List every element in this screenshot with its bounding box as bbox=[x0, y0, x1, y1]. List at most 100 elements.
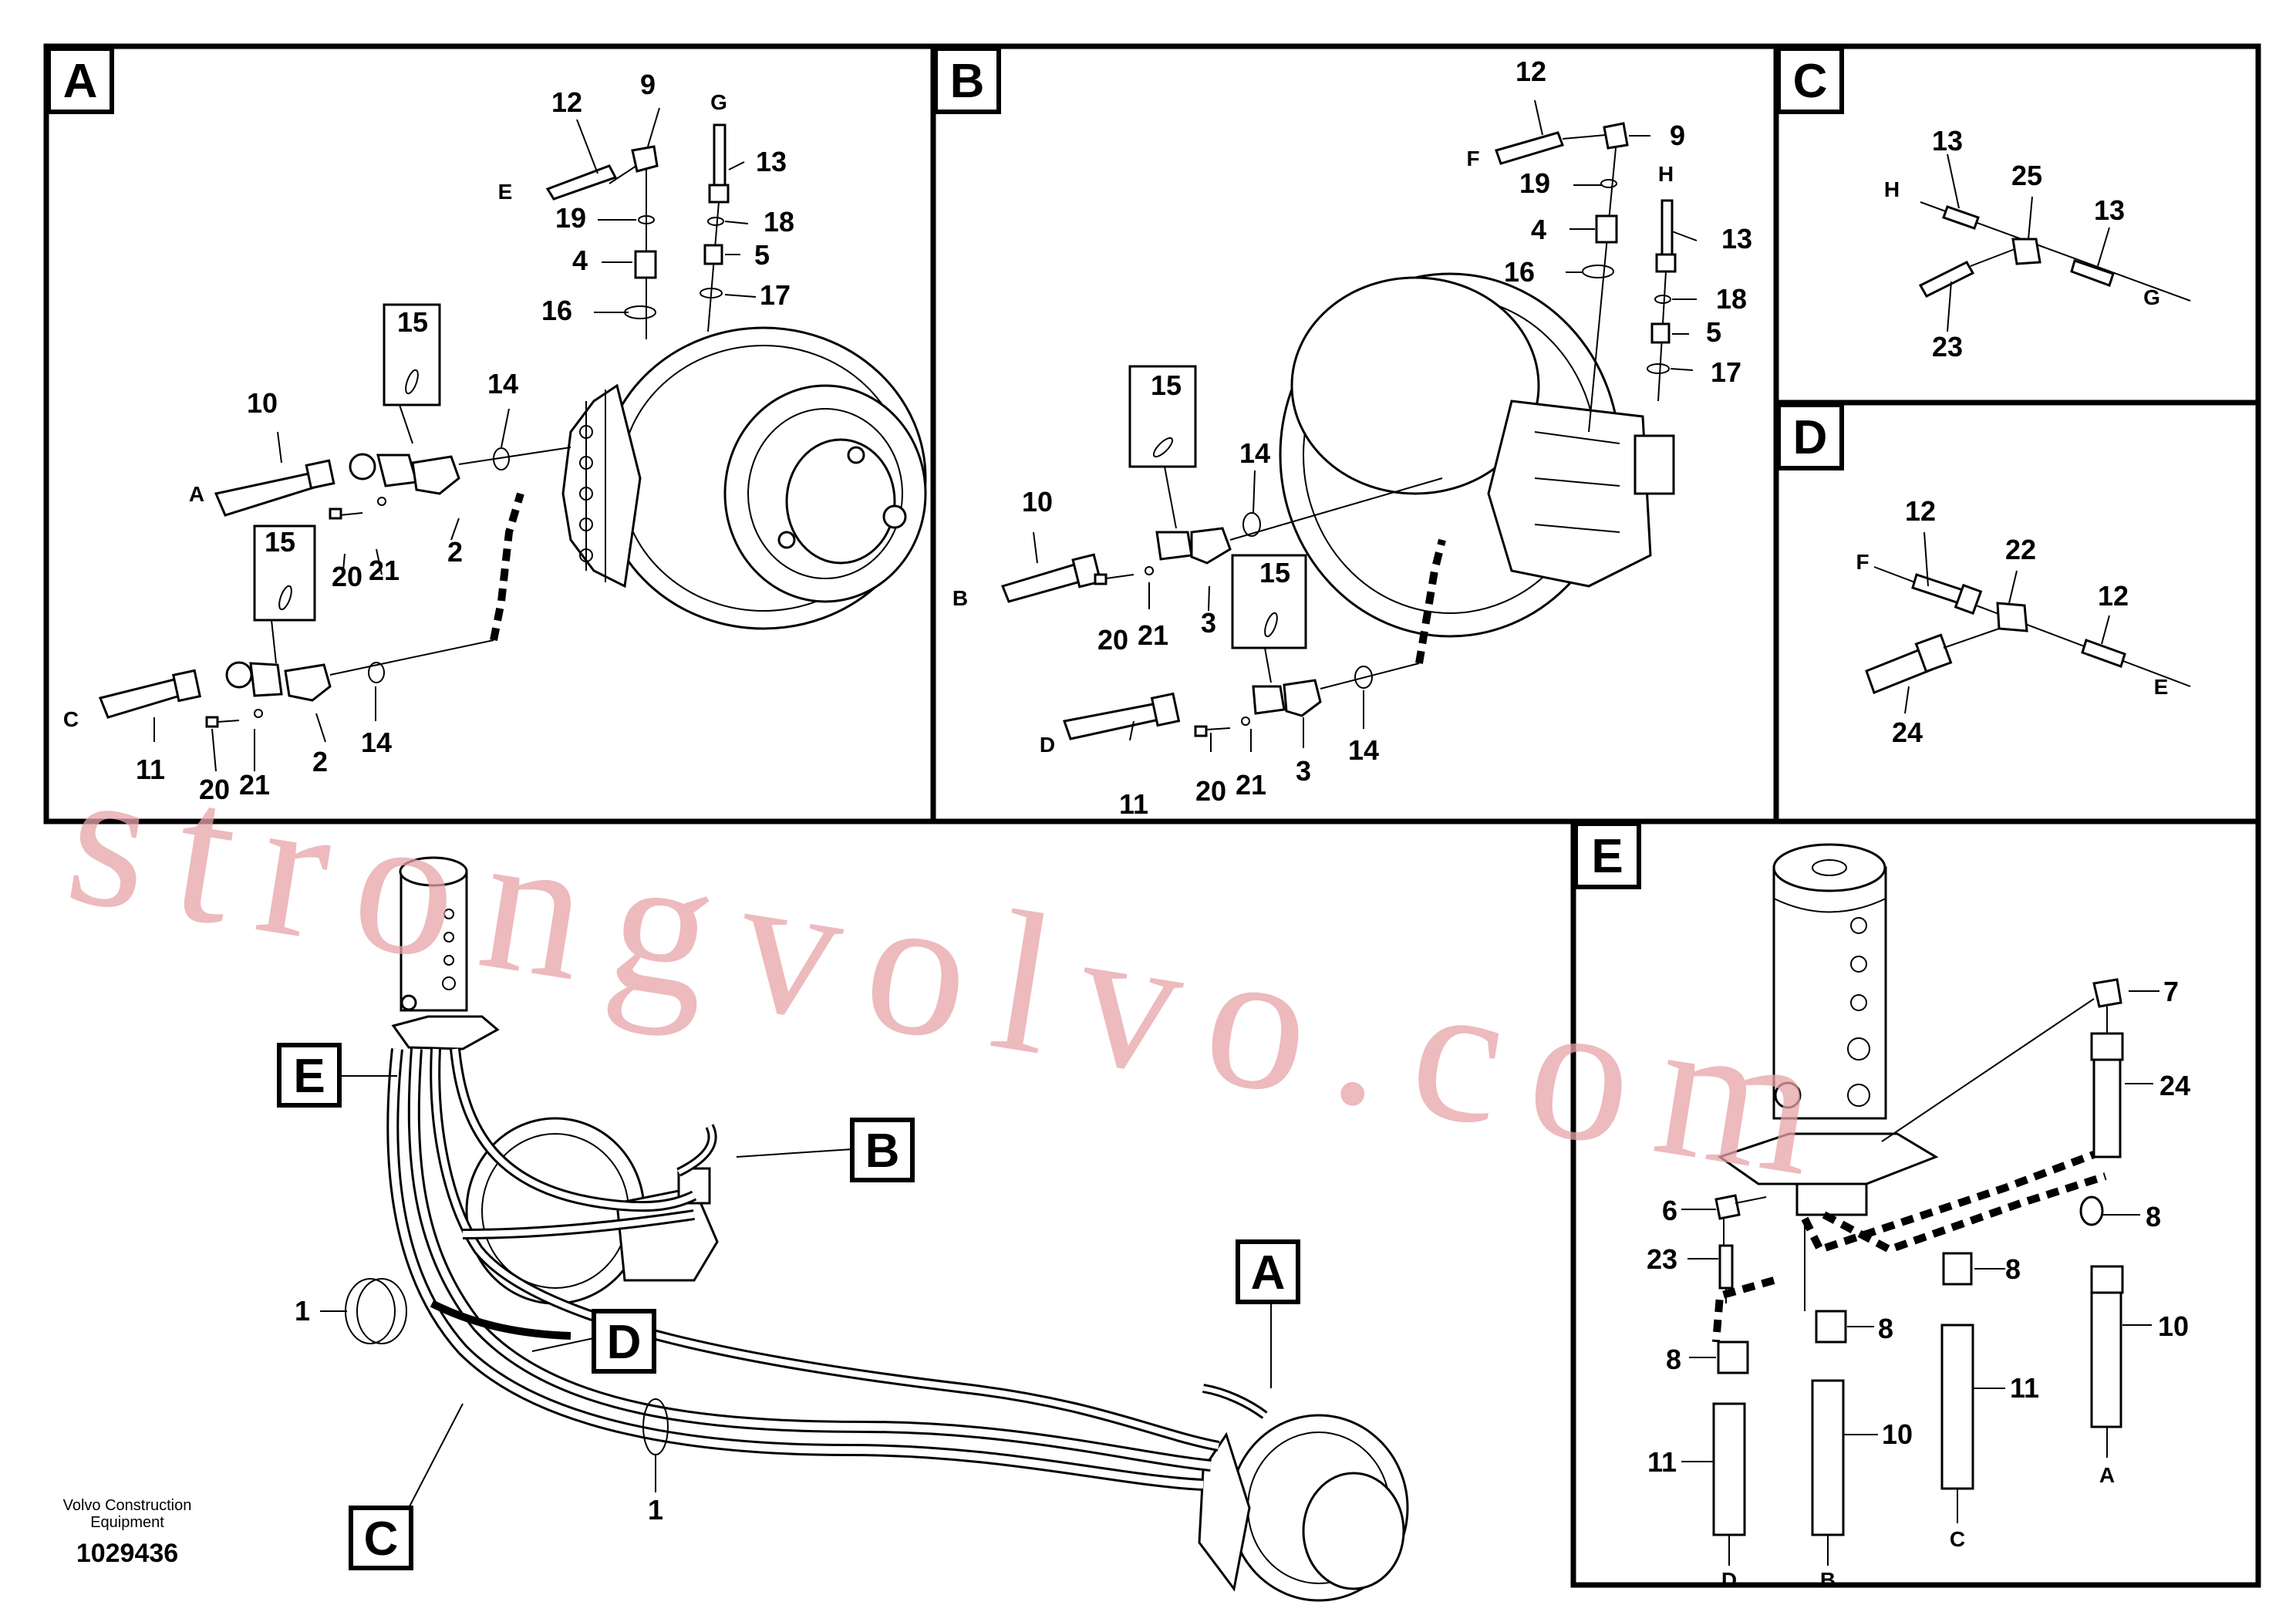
o-ring-14-lower bbox=[368, 662, 385, 683]
svg-text:C: C bbox=[364, 1512, 399, 1566]
tee-fitting-25 bbox=[2011, 238, 2041, 265]
svg-text:1029436: 1029436 bbox=[76, 1539, 178, 1568]
svg-text:H: H bbox=[1658, 162, 1674, 186]
svg-text:16: 16 bbox=[1504, 256, 1535, 288]
panel-tag-e: E bbox=[1573, 821, 1641, 889]
svg-text:1: 1 bbox=[295, 1295, 310, 1327]
main-callout-b: B bbox=[850, 1118, 915, 1182]
panel-a-labels: 10 A 15 14 2 20 21 15 C 11 20 21 2 14 12… bbox=[63, 69, 794, 805]
panel-e-drawing bbox=[1681, 843, 2159, 1566]
hose-10-b bbox=[1000, 561, 1087, 603]
svg-text:C: C bbox=[1793, 55, 1828, 108]
svg-text:20: 20 bbox=[332, 561, 362, 592]
svg-text:B: B bbox=[952, 586, 968, 610]
main-callout-a: A bbox=[1236, 1239, 1300, 1304]
svg-text:14: 14 bbox=[487, 368, 518, 400]
svg-text:15: 15 bbox=[1151, 369, 1182, 401]
svg-text:8: 8 bbox=[2146, 1201, 2161, 1233]
elbow-7 bbox=[2092, 978, 2122, 1008]
svg-text:6: 6 bbox=[1662, 1195, 1677, 1226]
svg-text:11: 11 bbox=[136, 754, 165, 785]
main-view-labels: 1 1 bbox=[295, 1295, 663, 1526]
travel-motor-main-lower bbox=[1198, 1414, 1409, 1602]
svg-text:21: 21 bbox=[239, 769, 270, 801]
hose-10-e-b bbox=[1811, 1379, 1845, 1536]
svg-text:15: 15 bbox=[1259, 557, 1290, 588]
svg-text:8: 8 bbox=[1878, 1313, 1893, 1344]
svg-text:10: 10 bbox=[2158, 1310, 2189, 1342]
main-view-drawing bbox=[320, 856, 1409, 1602]
panel-d-labels: 12 F 22 12 E 24 bbox=[1856, 495, 2168, 748]
hose-10 bbox=[214, 470, 326, 517]
flange-3-lower bbox=[1283, 679, 1322, 717]
svg-text:3: 3 bbox=[1296, 755, 1311, 787]
svg-text:B: B bbox=[1820, 1568, 1836, 1592]
svg-text:24: 24 bbox=[1892, 717, 1923, 748]
svg-text:5: 5 bbox=[1706, 316, 1721, 348]
svg-text:14: 14 bbox=[361, 727, 392, 758]
svg-text:21: 21 bbox=[369, 555, 400, 586]
svg-text:3: 3 bbox=[1201, 607, 1216, 639]
svg-text:25: 25 bbox=[2011, 160, 2042, 191]
hose-24 bbox=[2092, 1058, 2122, 1158]
hose-10-e bbox=[2090, 1291, 2122, 1428]
panel-tag-d: D bbox=[1776, 403, 1844, 470]
svg-text:2: 2 bbox=[312, 746, 328, 777]
svg-text:H: H bbox=[1884, 177, 1900, 201]
svg-text:12: 12 bbox=[551, 86, 582, 118]
main-callout-e: E bbox=[277, 1043, 342, 1108]
svg-text:4: 4 bbox=[572, 244, 588, 276]
svg-text:8: 8 bbox=[2005, 1253, 2021, 1285]
svg-text:E: E bbox=[2154, 675, 2169, 699]
panel-d-drawing bbox=[1865, 531, 2191, 714]
hose-11-b bbox=[1063, 702, 1164, 740]
svg-text:20: 20 bbox=[1195, 775, 1226, 807]
hose-11 bbox=[98, 677, 187, 719]
svg-text:F: F bbox=[1856, 550, 1869, 574]
svg-text:18: 18 bbox=[1716, 283, 1747, 315]
svg-text:14: 14 bbox=[1239, 437, 1270, 469]
svg-text:D: D bbox=[1793, 411, 1828, 464]
svg-text:E: E bbox=[1591, 830, 1623, 883]
elbow-fitting-upper bbox=[376, 454, 418, 487]
svg-text:E: E bbox=[498, 180, 513, 204]
svg-text:9: 9 bbox=[640, 69, 656, 100]
elbow-6 bbox=[1714, 1194, 1741, 1220]
svg-text:15: 15 bbox=[265, 526, 295, 558]
o-ring-14-b-upper bbox=[1242, 512, 1261, 537]
svg-text:Volvo Construction: Volvo Construction bbox=[63, 1497, 192, 1514]
flange-2-lower bbox=[284, 663, 332, 702]
swivel-joint-e bbox=[1717, 843, 1939, 1216]
svg-text:D: D bbox=[1721, 1568, 1737, 1592]
tee-fitting-22 bbox=[1996, 602, 2028, 632]
svg-text:16: 16 bbox=[541, 295, 572, 326]
panel-b-labels: 10 B 15 14 20 21 3 15 D 11 20 21 3 14 12… bbox=[952, 56, 1752, 820]
svg-text:A: A bbox=[1251, 1246, 1286, 1300]
svg-text:F: F bbox=[1466, 147, 1479, 170]
svg-text:12: 12 bbox=[2098, 580, 2129, 612]
flange-2-upper bbox=[411, 455, 460, 495]
svg-text:21: 21 bbox=[1236, 769, 1266, 801]
svg-text:13: 13 bbox=[756, 146, 787, 177]
callout-box-15-upper bbox=[383, 303, 441, 406]
panel-c-drawing bbox=[1918, 153, 2191, 332]
svg-text:5: 5 bbox=[754, 239, 770, 271]
svg-text:8: 8 bbox=[1666, 1344, 1681, 1375]
svg-text:B: B bbox=[865, 1125, 900, 1178]
panel-tag-a: A bbox=[46, 46, 114, 114]
o-ring-14-b-lower bbox=[1354, 666, 1373, 689]
svg-text:B: B bbox=[950, 55, 985, 108]
svg-text:10: 10 bbox=[1022, 486, 1053, 518]
svg-text:19: 19 bbox=[1519, 167, 1550, 199]
main-callout-c: C bbox=[349, 1506, 413, 1570]
panel-e-labels: 7 24 8 8 8 8 10 11 10 11 6 23 A C B D bbox=[1647, 976, 2190, 1592]
travel-motor-b bbox=[1279, 272, 1675, 638]
svg-text:D: D bbox=[1040, 733, 1055, 757]
svg-text:19: 19 bbox=[555, 202, 586, 234]
svg-text:Equipment: Equipment bbox=[90, 1514, 164, 1531]
callout-box-15-b-upper bbox=[1128, 365, 1197, 468]
callout-box-15-b-lower bbox=[1231, 554, 1307, 649]
svg-text:C: C bbox=[1950, 1527, 1965, 1551]
panel-tag-c: C bbox=[1776, 46, 1844, 114]
